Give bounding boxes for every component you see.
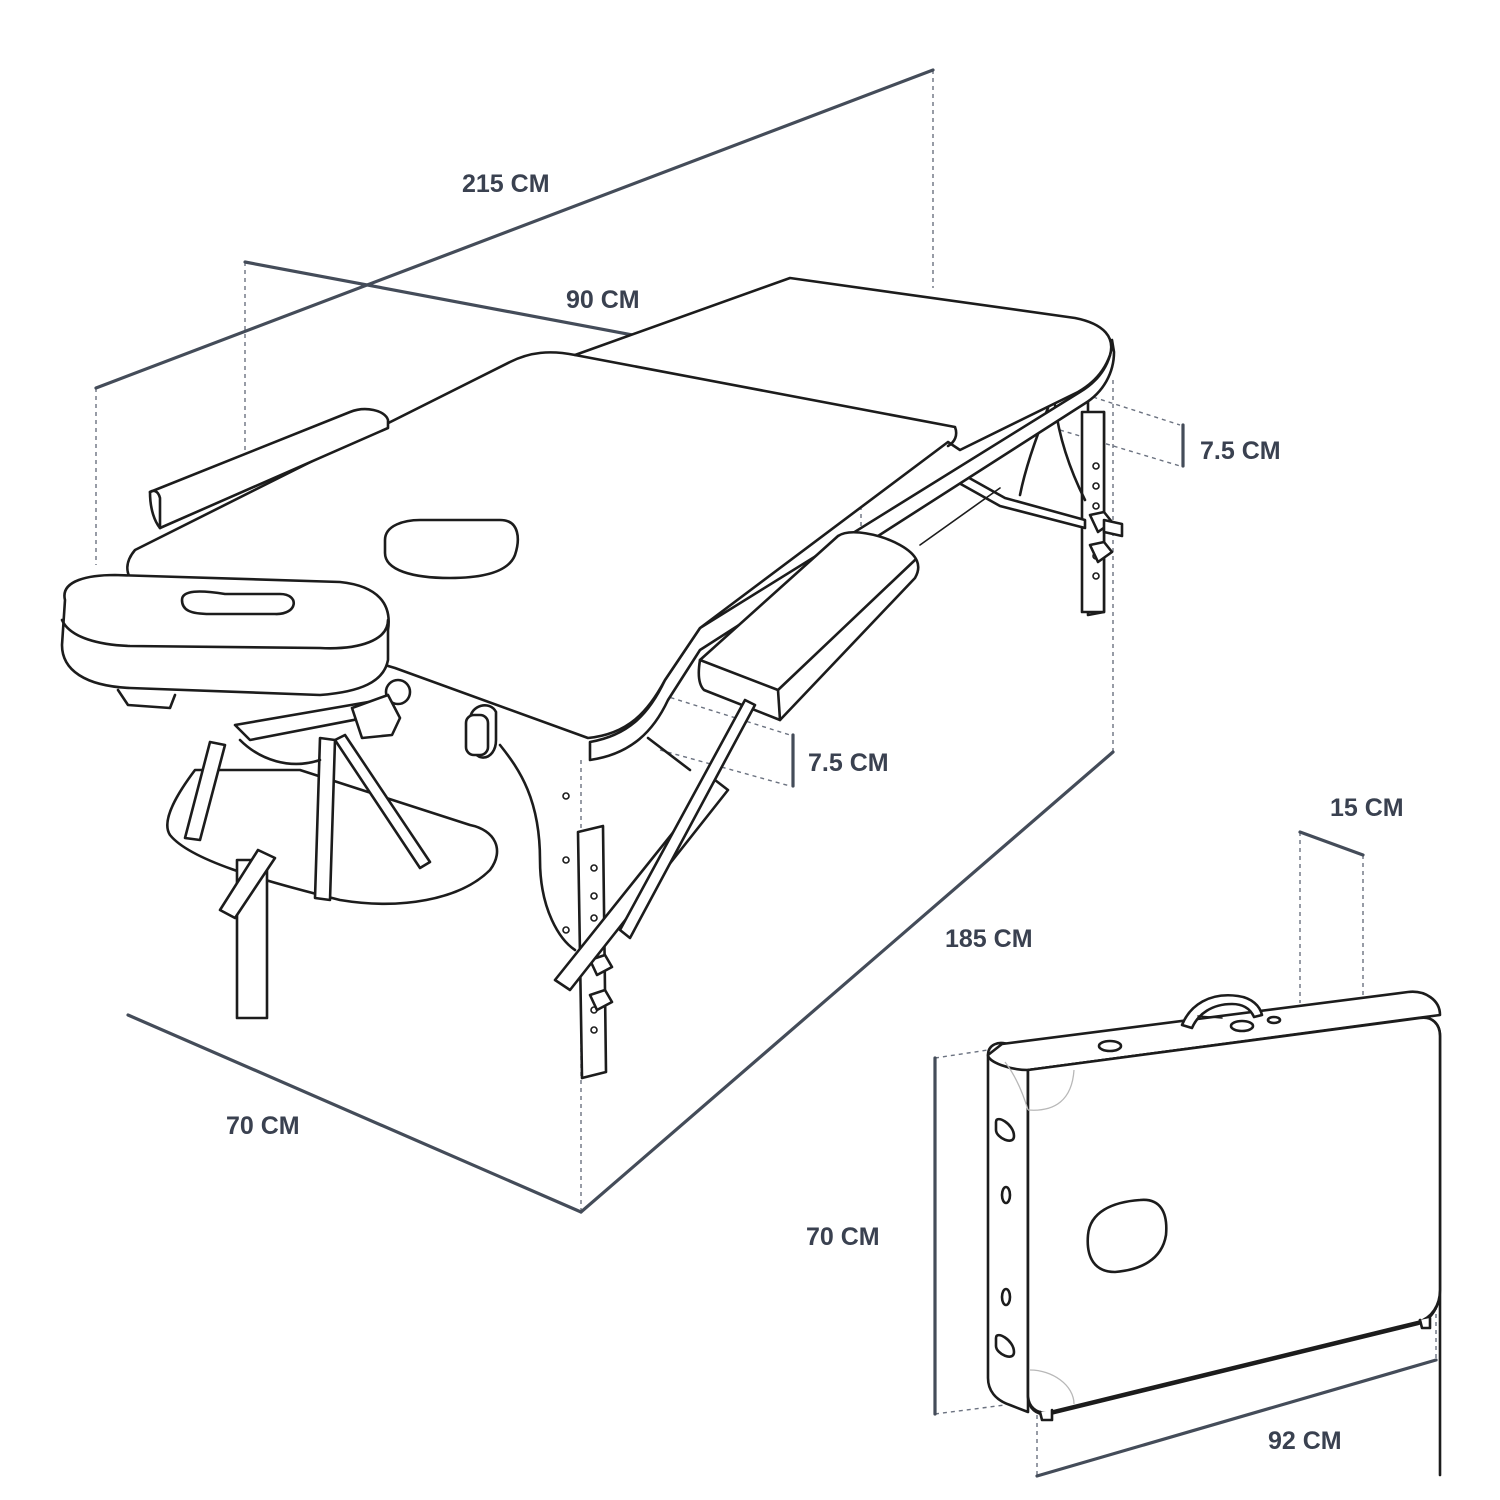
label-total-length: 215 CM [462, 170, 550, 198]
label-folded-thickness: 15 CM [1330, 794, 1404, 822]
dimension-lines [94, 68, 1438, 1478]
dim-line-folded-length [1035, 1358, 1438, 1478]
dim-line-total-length [94, 68, 935, 390]
label-folded-length: 92 CM [1268, 1427, 1342, 1455]
label-table-height: 70 CM [226, 1112, 300, 1140]
label-cushion-top: 7.5 CM [1200, 437, 1281, 465]
back-leg-right [1080, 390, 1124, 617]
front-leg-left [218, 733, 432, 1020]
hanging-shelf [166, 736, 499, 906]
folded-face-hole [1086, 1198, 1168, 1274]
cradle-mechanism [233, 678, 412, 742]
dim-line-table-height [126, 1013, 583, 1214]
side-handle [464, 704, 498, 759]
face-cradle [60, 573, 390, 710]
armrest-front [697, 531, 920, 722]
label-table-width: 90 CM [566, 286, 640, 314]
folded-carry-handle [1180, 993, 1264, 1030]
armrest-back [148, 407, 390, 530]
folded-massage-table [986, 990, 1442, 1477]
dim-line-folded-thickness [1298, 830, 1365, 857]
label-table-length: 185 CM [945, 925, 1033, 953]
dim-line-table-length [579, 750, 1115, 1214]
open-massage-table [60, 276, 1124, 1080]
front-frame [498, 698, 757, 992]
label-folded-height: 70 CM [806, 1223, 880, 1251]
label-cushion-front: 7.5 CM [808, 749, 889, 777]
dimension-labels: 215 CM 90 CM 7.5 CM 7.5 CM 185 CM 70 CM … [226, 170, 1404, 1455]
